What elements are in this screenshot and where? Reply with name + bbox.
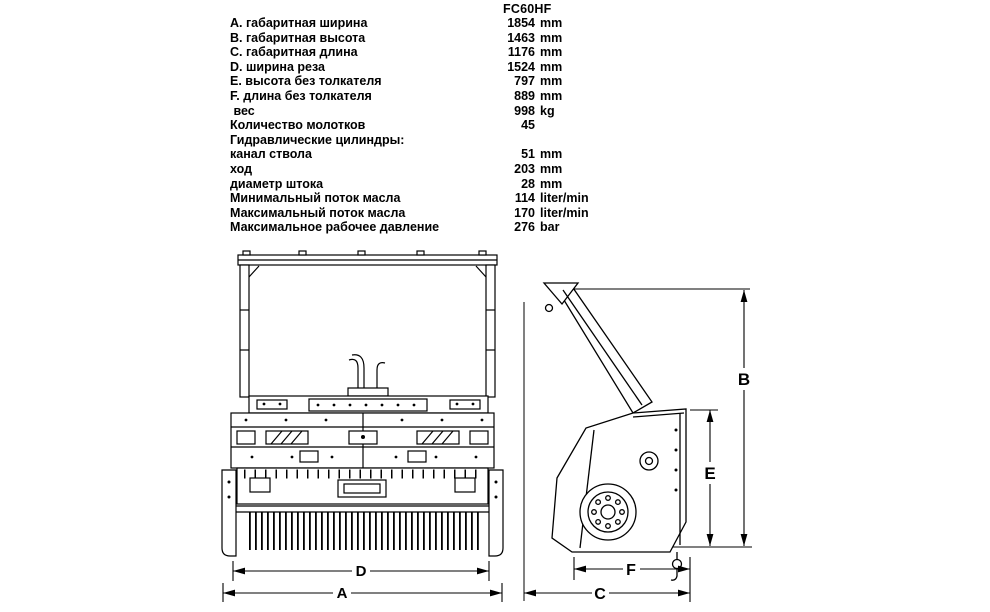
spec-unit: liter/min <box>540 205 589 220</box>
mulcher-body <box>230 412 495 469</box>
arrow-up-icon <box>706 410 714 422</box>
spec-row: Максимальное рабочее давление 276 bar <box>230 220 589 235</box>
extension-lines <box>523 288 752 601</box>
spec-row: B. габаритная высота 1463 mm <box>230 31 589 46</box>
arrow-left-icon <box>223 589 235 597</box>
spec-label: C. габаритная длина <box>230 45 358 60</box>
push-guard-frame <box>237 250 498 398</box>
spec-row: ход 203 mm <box>230 162 589 177</box>
bolt-dots <box>674 428 678 492</box>
model-title: FC60HF <box>503 2 552 16</box>
spec-value: 889 <box>514 88 535 103</box>
dimension-height-no-pusher: E <box>700 410 720 546</box>
spec-unit: kg <box>540 103 555 118</box>
spec-value: 1524 <box>507 59 535 74</box>
spec-unit: mm <box>540 176 563 191</box>
dimension-cut-width: D <box>232 561 490 581</box>
spec-unit: mm <box>540 147 563 162</box>
lower-housing <box>236 467 489 505</box>
spec-unit: mm <box>540 59 563 74</box>
spec-value: 45 <box>521 118 535 133</box>
spec-unit: mm <box>540 161 563 176</box>
spec-label: F. длина без толкателя <box>230 88 372 103</box>
spec-row: Количество молотков 45 <box>230 118 589 133</box>
top-deck <box>248 395 489 414</box>
dim-label-a: A <box>337 585 348 602</box>
spec-label: D. ширина реза <box>230 59 325 74</box>
dimension-length-no-pusher: F <box>573 557 691 602</box>
spec-label: Количество молотков <box>230 118 366 133</box>
spec-unit: mm <box>540 16 563 30</box>
arrow-right-icon <box>678 565 690 573</box>
arrow-right-icon <box>490 589 502 597</box>
dim-label-e: E <box>704 464 715 483</box>
spec-row: A. габаритная ширина 1854 mm <box>230 16 589 31</box>
spec-row: F. длина без толкателя 889 mm <box>230 89 589 104</box>
spec-label: A. габаритная ширина <box>230 16 368 30</box>
arrow-down-icon <box>740 534 748 546</box>
spec-unit: mm <box>540 74 563 89</box>
arrow-left-icon <box>233 567 245 575</box>
spec-row: C. габаритная длина 1176 mm <box>230 45 589 60</box>
bolt-dots <box>262 402 475 407</box>
side-skids <box>221 469 504 557</box>
spec-label: Максимальное рабочее давление <box>230 220 440 235</box>
dim-label-b: B <box>738 370 750 389</box>
spec-value: 797 <box>514 74 535 89</box>
spec-unit: mm <box>540 30 563 45</box>
spec-value: 276 <box>514 220 535 235</box>
tensioner-hub <box>639 451 659 471</box>
spec-value: 1176 <box>507 45 535 60</box>
spec-row: вес 998 kg <box>230 104 589 119</box>
front-view-drawing: D A <box>221 250 504 602</box>
arrow-up-icon <box>740 290 748 302</box>
spec-row: канал ствола 51 mm <box>230 147 589 162</box>
flail-teeth <box>236 505 489 550</box>
spec-label: вес <box>230 103 255 118</box>
spec-label: E. высота без толкателя <box>230 74 382 89</box>
dimension-overall-height: B <box>734 290 754 546</box>
spec-row: Гидравлические цилиндры: <box>230 133 589 148</box>
dimension-overall-length: C <box>524 583 690 603</box>
arrow-right-icon <box>477 567 489 575</box>
dim-label-f: F <box>626 562 636 579</box>
pusher-arm <box>542 282 653 414</box>
spec-unit: liter/min <box>540 191 589 206</box>
spec-row: D. ширина реза 1524 mm <box>230 60 589 75</box>
spec-label: B. габаритная высота <box>230 30 366 45</box>
spec-value: 114 <box>514 191 535 206</box>
spec-table: A. габаритная ширина 1854 mm B. габаритная… <box>230 16 589 235</box>
spec-unit: mm <box>540 45 563 60</box>
bolt-dots <box>244 418 484 459</box>
lifting-hooks <box>347 354 389 397</box>
spec-value: 170 <box>514 205 535 220</box>
side-view-drawing: B E F C <box>523 282 754 603</box>
spec-unit: mm <box>540 88 563 103</box>
dimension-overall-width: A <box>222 583 503 602</box>
spec-unit: bar <box>540 220 560 235</box>
spec-row: E. высота без толкателя 797 mm <box>230 74 589 89</box>
spec-value: 51 <box>521 147 535 162</box>
spec-value: 1463 <box>507 30 535 45</box>
mulcher-side-body <box>551 408 687 581</box>
spec-value: 998 <box>514 103 535 118</box>
spec-label: Гидравлические цилиндры: <box>230 132 405 147</box>
spec-label: ход <box>230 161 253 176</box>
spec-value: 203 <box>514 161 535 176</box>
spec-row: Минимальный поток масла 114 liter/min <box>230 191 589 206</box>
dim-label-c: C <box>594 586 606 603</box>
spec-label: канал ствола <box>230 147 312 162</box>
dim-label-d: D <box>356 563 367 580</box>
spec-row: Максимальный поток масла 170 liter/min <box>230 206 589 221</box>
spec-row: диаметр штока 28 mm <box>230 177 589 192</box>
spec-label: диаметр штока <box>230 176 324 191</box>
spec-label: Максимальный поток масла <box>230 205 406 220</box>
arrow-right-icon <box>678 589 690 597</box>
spec-label: Минимальный поток масла <box>230 191 401 206</box>
spec-value: 28 <box>521 176 535 191</box>
arrow-down-icon <box>706 534 714 546</box>
arrow-left-icon <box>524 589 536 597</box>
arrow-left-icon <box>574 565 586 573</box>
spec-value: 1854 <box>507 16 535 30</box>
